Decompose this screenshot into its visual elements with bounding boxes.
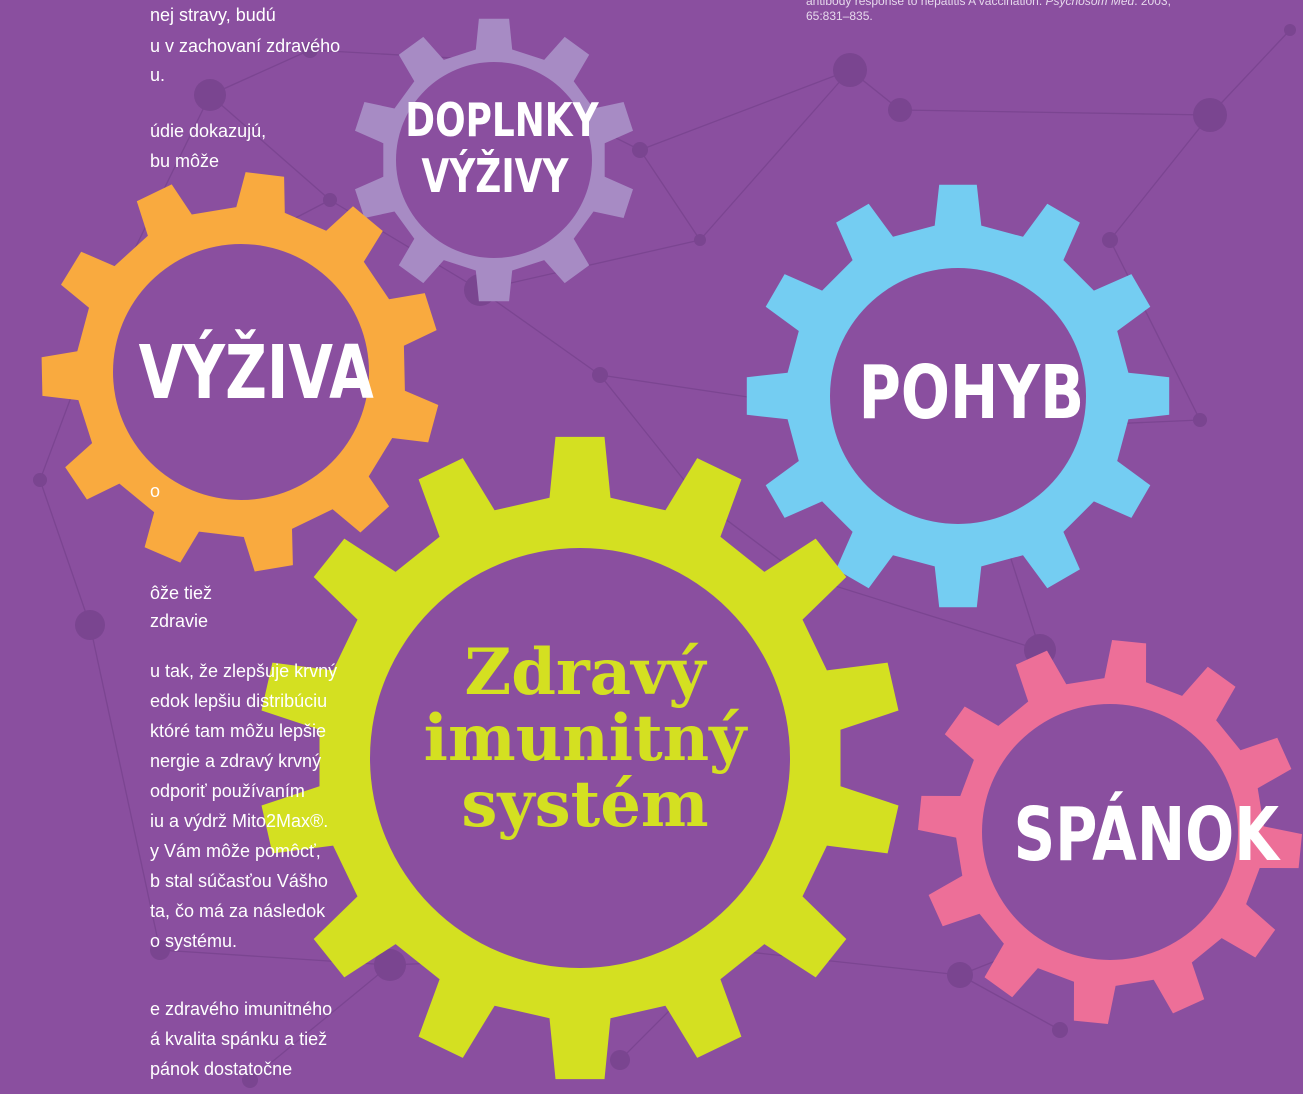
network-node: [947, 962, 973, 988]
article-para3-line-7: odporiť používaním: [150, 781, 305, 801]
article-para3-line-10: b stal súčasťou Vášho: [150, 871, 328, 891]
network-edge: [699, 69, 851, 241]
network-node: [194, 79, 226, 111]
network-edge: [899, 109, 1211, 116]
article-top-line-2: u v zachovaní zdravého: [150, 36, 341, 56]
reference-line1-suffix: . 2003;: [1134, 0, 1171, 8]
network-node: [833, 53, 867, 87]
gear-vyziva-hole: [113, 244, 369, 500]
article-top-line-3: u.: [150, 65, 166, 85]
reference-text: antibody response to hepatitis A vaccina…: [806, 0, 1286, 24]
article-para3-line-3: u tak, že zlepšuje krvný: [150, 661, 338, 681]
article-stray-letter: o: [150, 481, 161, 501]
network-node: [323, 193, 337, 207]
network-edge: [1209, 29, 1291, 116]
gear-label-main-line2: imunitný: [423, 701, 747, 776]
gear-spanok: [918, 640, 1302, 1024]
gear-doplnky: [355, 18, 633, 302]
network-node: [75, 610, 105, 640]
network-edge: [1109, 239, 1201, 421]
reference-line2: 65:831–835.: [806, 9, 873, 23]
reference-journal: Psychosom Med: [1045, 0, 1135, 8]
gear-doplnky-hole: [396, 62, 592, 258]
article-para3-line-6: nergie a zdravý krvný: [150, 751, 322, 771]
gear-label-doplnky-line2: VÝŽIVY: [421, 149, 569, 203]
network-edge: [479, 289, 601, 376]
gear-layer: [41, 18, 1302, 1080]
network-node: [302, 42, 318, 58]
article-para3-line-2: zdravie: [150, 611, 209, 631]
gear-label-doplnky: DOPLNKY VÝŽIVY: [405, 92, 599, 204]
article-para2-line-1: údie dokazujú,: [150, 121, 267, 141]
network-node: [610, 1050, 630, 1070]
gear-label-main: Zdravý imunitný systém: [375, 640, 795, 838]
gear-label-main-line1: Zdravý: [464, 635, 706, 710]
network-node: [33, 473, 47, 487]
network-node: [374, 949, 406, 981]
article-para2-line-2: bu môže: [150, 151, 220, 171]
network-node: [1193, 413, 1207, 427]
network-edge: [209, 49, 311, 96]
network-node: [150, 940, 170, 960]
gear-main: [261, 436, 899, 1080]
article-para4-line-1: e zdravého imunitného: [150, 999, 333, 1019]
gear-pohyb: [746, 184, 1170, 608]
network-edge: [249, 964, 391, 1081]
network-node: [1102, 232, 1118, 248]
network-node: [888, 98, 912, 122]
network-edge: [1109, 114, 1211, 241]
article-top-line-1: nej stravy, budú: [150, 5, 276, 25]
network-node: [632, 142, 648, 158]
network-edge: [729, 949, 961, 976]
gear-label-vyziva: VÝŽIVA: [138, 330, 374, 416]
reference-line1-prefix: antibody response to hepatitis A vaccina…: [806, 0, 1046, 8]
network-node: [242, 1072, 258, 1088]
network-edge: [639, 69, 851, 151]
gear-spanok-hole: [982, 704, 1238, 960]
article-para3-line-12: o systému.: [150, 931, 238, 951]
gear-main-hole: [370, 548, 790, 968]
gear-label-main-line3: systém: [461, 767, 709, 842]
article-para4-line-2: á kvalita spánku a tiež: [150, 1029, 328, 1049]
network-edge: [39, 479, 91, 626]
gear-vyziva: [41, 172, 439, 572]
gear-label-doplnky-line1: DOPLNKY: [405, 93, 599, 147]
network-node: [592, 367, 608, 383]
gear-label-pohyb: POHYB: [858, 350, 1085, 436]
article-para4-line-3: pánok dostatočne: [150, 1059, 293, 1079]
article-para3-line-11: ta, čo má za následok: [150, 901, 326, 921]
article-para3-line-5: któré tam môžu lepšie: [150, 721, 327, 741]
network-node: [1052, 1022, 1068, 1038]
article-para3-line-1: ôže tiež: [150, 583, 213, 603]
network-node: [694, 234, 706, 246]
network-edge: [209, 94, 331, 201]
gear-label-spanok: SPÁNOK: [1013, 792, 1279, 878]
network-edge: [799, 574, 1041, 651]
article-para3-line-8: iu a výdrž Mito2Max®.: [150, 811, 329, 831]
network-node: [1284, 24, 1296, 36]
network-edge: [959, 974, 1061, 1031]
gear-pohyb-hole: [830, 268, 1086, 524]
network-node: [1193, 98, 1227, 132]
network-edge: [639, 149, 701, 241]
article-para3-line-9: y Vám môže pomôcť,: [150, 841, 321, 861]
network-edge: [599, 374, 701, 501]
article-para3-line-4: edok lepšiu distribúciu: [150, 691, 328, 711]
network-edge: [89, 624, 161, 951]
network-edge: [479, 239, 701, 291]
